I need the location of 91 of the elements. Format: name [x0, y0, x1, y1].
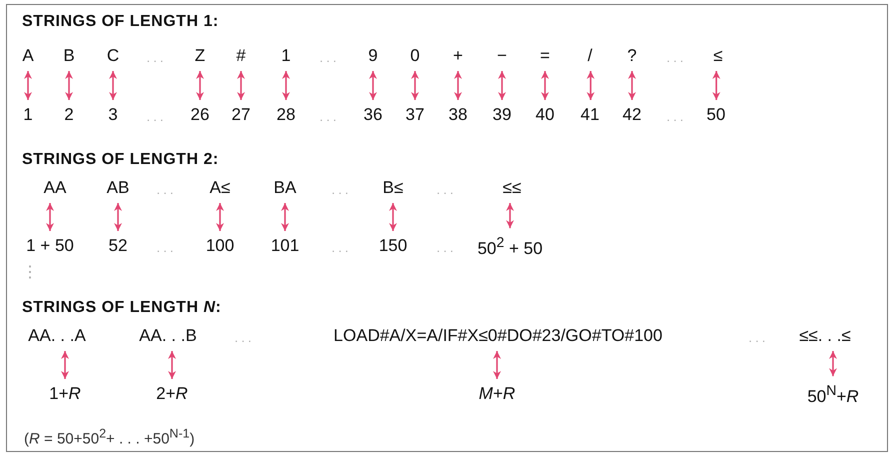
double-arrow — [282, 71, 290, 100]
code-number: 27 — [232, 105, 250, 125]
code-number: 150 — [378, 236, 408, 256]
ellipsis: . . . — [666, 110, 684, 124]
string-text: Z — [194, 46, 206, 66]
double-arrow — [61, 351, 69, 379]
code-number: 100 — [206, 236, 234, 256]
double-arrow — [454, 71, 462, 100]
code-number: 36 — [364, 105, 382, 125]
double-arrow — [411, 71, 419, 100]
double-arrow — [168, 351, 176, 379]
double-arrow — [628, 71, 636, 100]
double-arrow — [65, 71, 73, 100]
string-text: ≤ — [713, 46, 723, 66]
note: (R = 50+50$^{2}$+ . . . +50$^{N-1}$) — [24, 426, 195, 448]
string-text: 9 — [368, 46, 378, 66]
code-number: M+R — [478, 384, 516, 404]
string-text: A — [22, 46, 34, 66]
string-text: ≤≤ — [502, 178, 522, 198]
code-number: 3 — [108, 105, 118, 125]
code-number: 50$^{N}$+R — [807, 381, 859, 407]
string-text: C — [106, 46, 120, 66]
string-text: 0 — [410, 46, 420, 66]
string-text: BA — [274, 178, 296, 198]
ellipsis: . . . — [234, 331, 252, 345]
double-arrow — [369, 71, 377, 100]
string-text: ? — [627, 46, 637, 66]
string-text: AA. . .B — [139, 326, 197, 346]
section-heading: STRINGS OF LENGTH 2: — [22, 151, 219, 169]
double-arrow — [586, 71, 595, 100]
double-arrow — [493, 351, 501, 379]
string-text: = — [540, 46, 550, 66]
string-text: − — [497, 46, 507, 66]
ellipsis: . . . — [666, 51, 684, 65]
ellipsis: . . . — [156, 241, 174, 255]
double-arrow — [237, 71, 245, 100]
code-number: 1+R — [49, 384, 81, 404]
ellipsis: . . . — [436, 183, 454, 197]
ellipsis: . . . — [146, 51, 164, 65]
string-text: AA. . .A — [28, 326, 86, 346]
ellipsis: . . . — [748, 331, 766, 345]
double-arrow — [114, 203, 122, 231]
code-number: 2+R — [156, 384, 188, 404]
string-text: AA — [44, 178, 66, 198]
double-arrow — [196, 71, 204, 100]
code-number: 26 — [190, 105, 210, 125]
double-arrow — [389, 203, 397, 231]
double-arrow — [46, 203, 54, 231]
string-text: # — [236, 46, 246, 66]
string-text: AB — [106, 178, 130, 198]
code-number: 50$^{2}$ + 50 — [477, 233, 543, 259]
string-text: LOAD#A/X=A/IF#X≤0#DO#23/GO#TO#100 — [334, 326, 662, 346]
code-number: 2 — [64, 105, 74, 125]
ellipsis: . . . — [332, 241, 348, 255]
code-number: 38 — [448, 105, 468, 125]
double-arrow — [109, 71, 117, 100]
code-number: 52 — [108, 236, 128, 256]
string-text: ≤≤. . .≤ — [799, 326, 851, 346]
double-arrow — [541, 71, 549, 100]
code-number: 1 + 50 — [26, 236, 74, 256]
double-arrow — [281, 203, 289, 231]
code-number: 40 — [536, 105, 554, 125]
section-heading: STRINGS OF LENGTH N: — [22, 299, 222, 317]
string-text: + — [453, 46, 463, 66]
ellipsis: . . . — [320, 110, 336, 124]
section-heading: STRINGS OF LENGTH 1: — [22, 13, 219, 31]
code-number: 101 — [270, 236, 300, 256]
ellipsis: . . . — [436, 241, 454, 255]
string-text: A≤ — [210, 178, 230, 198]
string-text: B — [63, 46, 75, 66]
code-number: 42 — [622, 105, 642, 125]
ellipsis: . . . — [156, 183, 174, 197]
ellipsis: . . . — [332, 183, 348, 197]
double-arrow — [506, 203, 514, 228]
double-arrow — [829, 351, 837, 376]
double-arrow — [24, 71, 32, 100]
vertical-ellipsis: ⋮ — [22, 263, 38, 282]
string-text: / — [588, 46, 592, 66]
string-text: 1 — [281, 46, 291, 66]
code-number: 39 — [492, 105, 512, 125]
code-number: 50 — [706, 105, 726, 125]
code-number: 1 — [23, 105, 33, 125]
code-number: 41 — [580, 105, 600, 125]
ellipsis: . . . — [320, 51, 336, 65]
code-number: 28 — [276, 105, 296, 125]
double-arrow — [712, 71, 720, 100]
ellipsis: . . . — [146, 110, 164, 124]
double-arrow — [216, 203, 224, 231]
code-number: 37 — [406, 105, 424, 125]
double-arrow — [498, 71, 506, 100]
string-text: B≤ — [382, 178, 404, 198]
